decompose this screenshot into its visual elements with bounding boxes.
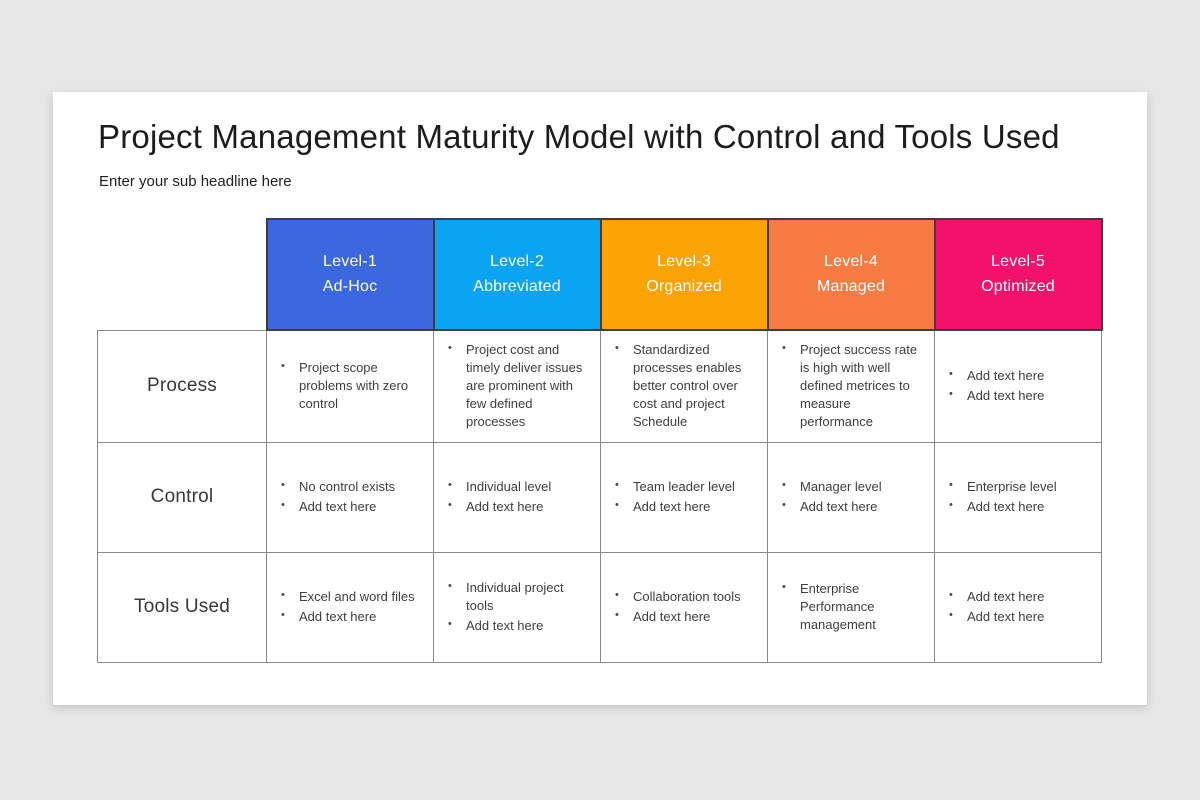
- bullet-list: Add text here Add text here: [947, 588, 1093, 626]
- column-header-level-3: Level-3 Organized: [599, 218, 769, 331]
- bullet-list: No control exists Add text here: [279, 478, 425, 516]
- table-cell: Collaboration tools Add text here: [600, 551, 768, 663]
- table-corner-cell: [98, 219, 267, 330]
- bullet-item: Add text here: [947, 367, 1085, 385]
- bullet-item: Add text here: [613, 498, 751, 516]
- column-header-level-5: Level-5 Optimized: [933, 218, 1103, 331]
- level-label: Level-2: [490, 252, 544, 270]
- bullet-list: Project success rate is high with well d…: [780, 341, 926, 431]
- level-sublabel: Ad-Hoc: [322, 277, 378, 295]
- table-cell: Individual level Add text here: [433, 441, 601, 553]
- bullet-list: Manager level Add text here: [780, 478, 926, 516]
- row-header-process: Process: [97, 329, 267, 443]
- bullet-item: No control exists: [279, 478, 417, 496]
- table-cell: Project cost and timely deliver issues a…: [433, 329, 601, 443]
- table-cell: Individual project tools Add text here: [433, 551, 601, 663]
- slide-title: Project Management Maturity Model with C…: [98, 118, 1060, 155]
- table-row-tools-used: Tools Used Excel and word files Add text…: [97, 551, 1102, 663]
- bullet-item: Standardized processes enables better co…: [613, 341, 751, 431]
- table-cell: Project scope problems with zero control: [266, 329, 434, 443]
- level-label: Level-5: [991, 252, 1045, 270]
- slide: Project Management Maturity Model with C…: [53, 92, 1147, 705]
- row-header-tools-used: Tools Used: [97, 551, 267, 663]
- bullet-item: Add text here: [279, 608, 417, 626]
- column-header-level-4: Level-4 Managed: [766, 218, 936, 331]
- level-sublabel: Organized: [646, 277, 722, 295]
- table-cell: Enterprise level Add text here: [934, 441, 1102, 553]
- bullet-item: Add text here: [947, 588, 1085, 606]
- bullet-item: Project success rate is high with well d…: [780, 341, 918, 431]
- bullet-list: Team leader level Add text here: [613, 478, 759, 516]
- bullet-list: Standardized processes enables better co…: [613, 341, 759, 431]
- column-header-level-2: Level-2 Abbreviated: [432, 218, 602, 331]
- row-header-control: Control: [97, 441, 267, 553]
- level-sublabel: Managed: [816, 277, 886, 295]
- bullet-item: Collaboration tools: [613, 588, 751, 606]
- bullet-list: Project cost and timely deliver issues a…: [446, 341, 592, 431]
- table-cell: Team leader level Add text here: [600, 441, 768, 553]
- level-label: Level-1: [323, 252, 377, 270]
- bullet-list: Add text here Add text here: [947, 367, 1093, 405]
- bullet-item: Manager level: [780, 478, 918, 496]
- bullet-item: Add text here: [446, 498, 584, 516]
- table-cell: Manager level Add text here: [767, 441, 935, 553]
- level-label: Level-3: [657, 252, 711, 270]
- bullet-item: Add text here: [780, 498, 918, 516]
- bullet-item: Project scope problems with zero control: [279, 359, 417, 413]
- bullet-item: Project cost and timely deliver issues a…: [446, 341, 584, 431]
- bullet-item: Team leader level: [613, 478, 751, 496]
- table-cell: Add text here Add text here: [934, 329, 1102, 443]
- bullet-list: Enterprise Performance management: [780, 580, 926, 634]
- header-row: Level-1 Ad-Hoc Level-2 Abbreviated Level…: [98, 218, 1103, 331]
- table-cell: No control exists Add text here: [266, 441, 434, 553]
- bullet-list: Excel and word files Add text here: [279, 588, 425, 626]
- bullet-item: Excel and word files: [279, 588, 417, 606]
- level-sublabel: Optimized: [981, 277, 1055, 295]
- bullet-item: Enterprise level: [947, 478, 1085, 496]
- table-cell: Project success rate is high with well d…: [767, 329, 935, 443]
- column-header-level-1: Level-1 Ad-Hoc: [265, 218, 435, 331]
- maturity-model-table: Level-1 Ad-Hoc Level-2 Abbreviated Level…: [97, 218, 1103, 663]
- slide-subtitle: Enter your sub headline here: [99, 173, 292, 190]
- level-sublabel: Abbreviated: [473, 277, 561, 295]
- bullet-item: Individual level: [446, 478, 584, 496]
- table-row-process: Process Project scope problems with zero…: [97, 329, 1102, 443]
- bullet-item: Add text here: [947, 608, 1085, 626]
- bullet-item: Add text here: [947, 498, 1085, 516]
- level-label: Level-4: [824, 252, 878, 270]
- bullet-list: Enterprise level Add text here: [947, 478, 1093, 516]
- table-cell: Enterprise Performance management: [767, 551, 935, 663]
- bullet-item: Add text here: [279, 498, 417, 516]
- bullet-list: Project scope problems with zero control: [279, 359, 425, 413]
- table-cell: Add text here Add text here: [934, 551, 1102, 663]
- bullet-item: Enterprise Performance management: [780, 580, 918, 634]
- bullet-list: Individual level Add text here: [446, 478, 592, 516]
- bullet-list: Collaboration tools Add text here: [613, 588, 759, 626]
- bullet-item: Add text here: [446, 617, 584, 635]
- bullet-item: Individual project tools: [446, 579, 584, 615]
- bullet-list: Individual project tools Add text here: [446, 579, 592, 635]
- bullet-item: Add text here: [613, 608, 751, 626]
- table-row-control: Control No control exists Add text here …: [97, 441, 1102, 553]
- bullet-item: Add text here: [947, 387, 1085, 405]
- table-cell: Excel and word files Add text here: [266, 551, 434, 663]
- table-cell: Standardized processes enables better co…: [600, 329, 768, 443]
